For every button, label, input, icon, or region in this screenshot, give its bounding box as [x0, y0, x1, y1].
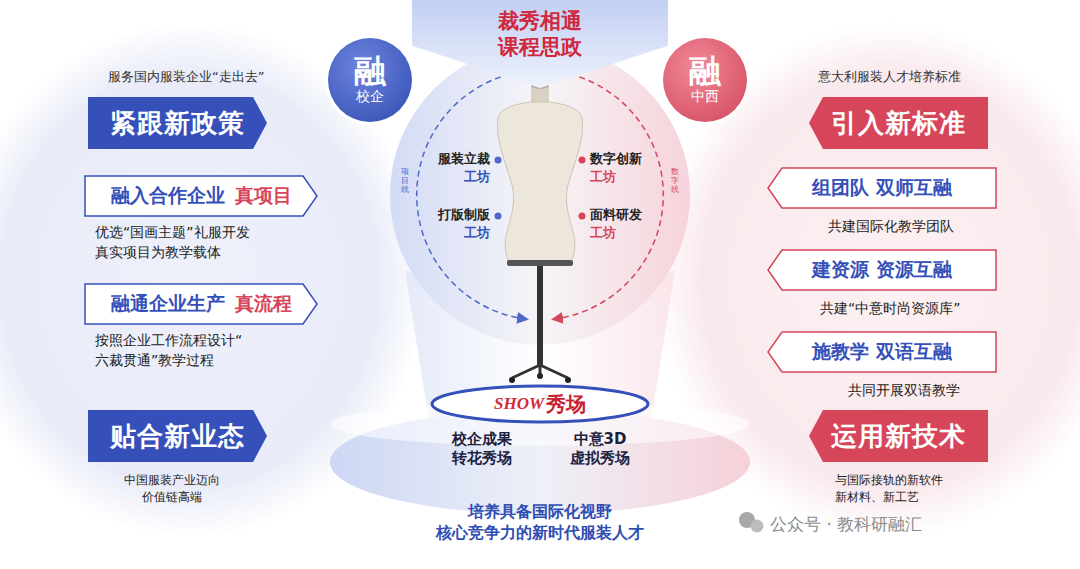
node-text: 真流程 [235, 291, 292, 317]
feature-box-shape [768, 168, 996, 208]
text-group: 建资源 资源互融 [812, 257, 952, 283]
title-banner-shape [809, 410, 988, 462]
label-text: 面料研发 [590, 206, 642, 224]
text-group: 组团队 双师互融 [812, 175, 952, 201]
mannequin-pole [537, 266, 543, 366]
feature-box: 融通企业生产真流程 [85, 284, 317, 324]
workshop-dot [495, 213, 502, 220]
wheel [565, 377, 571, 383]
circle-badge: 融校企 [328, 38, 412, 122]
text-group: SHOW秀场 [494, 391, 586, 418]
arrow-banner: 裁秀相通 课程思政 [412, 0, 668, 88]
feature-box-shape [768, 332, 996, 372]
feature-box: 建资源 资源互融 [768, 250, 996, 290]
show-ellipse: SHOW秀场 [430, 384, 650, 424]
node-text: 运用新技术 [831, 419, 966, 454]
feature-box: 施教学 双语互融 [768, 332, 996, 372]
title-banner: 运用新技术 [809, 410, 988, 462]
node-text: 真项目 [235, 183, 292, 209]
label-text: 数字创新 [590, 150, 642, 168]
title-banner: 紧跟新政策 [88, 97, 267, 149]
feature-box-shape [768, 250, 996, 290]
workshop-dot [579, 157, 586, 164]
label-text: 中国服装产业迈向 价值链高端 [124, 472, 220, 506]
wheel [537, 373, 543, 379]
label-text: 打版制版 [438, 206, 490, 224]
title-banner: 引入新标准 [809, 97, 988, 149]
node-text: 紧跟新政策 [110, 106, 245, 141]
label-text: 校企成果 转花秀场 [452, 430, 512, 468]
circle-badge: 融中西 [663, 38, 747, 122]
workshop-dot [579, 213, 586, 220]
feature-box: 融入合作企业真项目 [85, 176, 317, 216]
text-group: 紧跟新政策 [110, 106, 245, 141]
label-text: 工坊 [464, 224, 490, 242]
text-group: 引入新标准 [831, 106, 966, 141]
text-group: 裁秀相通 课程思政 [498, 8, 582, 61]
label-text: 工坊 [590, 168, 616, 186]
node-text: 建资源 资源互融 [812, 257, 952, 283]
title-banner-shape [88, 410, 267, 462]
feature-box: 组团队 双师互融 [768, 168, 996, 208]
label-text: 共建国际化教学团队 [828, 218, 954, 236]
wechat-icon [751, 520, 764, 533]
label-text: 优选“国画主题”礼服开发 真实项目为教学载体 [95, 222, 250, 263]
label-text: 共建“中意时尚资源库” [820, 300, 961, 318]
text-group: 融校企 [354, 55, 386, 105]
node-text: 施教学 双语互融 [812, 339, 952, 365]
feature-box-shape [85, 176, 317, 216]
text-group: 贴合新业态 [110, 419, 245, 454]
node-text: 融入合作企业 [111, 183, 225, 209]
show-ring [432, 386, 648, 422]
node-text: 融通企业生产 [111, 291, 225, 317]
label-text: 项目线 [401, 168, 409, 194]
label-text: 意大利服装人才培养标准 [818, 68, 961, 86]
node-text: 融 [689, 55, 721, 89]
node-text: 秀场 [546, 391, 586, 418]
label-text: 中意3D 虚拟秀场 [570, 430, 630, 468]
label-text: 数字线 [671, 168, 679, 194]
feature-box-shape [85, 284, 317, 324]
workshop-dot [495, 157, 502, 164]
mannequin-plate [507, 260, 573, 266]
label-text: 按照企业工作流程设计“ 六裁贯通”教学过程 [95, 330, 242, 371]
node-text: 贴合新业态 [110, 419, 245, 454]
label-text: 培养具备国际化视野 核心竞争力的新时代服装人才 [436, 502, 644, 544]
node-text: 中西 [691, 88, 719, 105]
label-text: 工坊 [590, 224, 616, 242]
label-text: 服务国内服装企业“走出去” [108, 68, 264, 86]
node-text: 校企 [356, 88, 384, 105]
text-group: 融通企业生产真流程 [111, 291, 292, 317]
watermark: 公众号 · 教科研融汇 [770, 513, 922, 536]
title-banner-shape [88, 97, 267, 149]
title-banner-shape [809, 97, 988, 149]
node-text: 引入新标准 [831, 106, 966, 141]
node-text: 融 [354, 55, 386, 89]
text-group: 融中西 [689, 55, 721, 105]
text-group: 施教学 双语互融 [812, 339, 952, 365]
title-banner: 贴合新业态 [88, 410, 267, 462]
text-group: 运用新技术 [831, 419, 966, 454]
arrow-banner-shape [412, 0, 668, 88]
wheel [509, 377, 515, 383]
label-text: 与国际接轨的新软件 新材料、新工艺 [835, 472, 943, 506]
text-group: 融入合作企业真项目 [111, 183, 292, 209]
node-text: SHOW [494, 394, 544, 414]
node-text: 裁秀相通 课程思政 [498, 8, 582, 61]
label-text: 服装立裁 [438, 150, 490, 168]
mannequin-legs [512, 365, 568, 378]
label-text: 工坊 [464, 168, 490, 186]
mannequin-torso [497, 102, 582, 262]
node-text: 组团队 双师互融 [812, 175, 952, 201]
label-text: 共同开展双语教学 [848, 382, 960, 400]
